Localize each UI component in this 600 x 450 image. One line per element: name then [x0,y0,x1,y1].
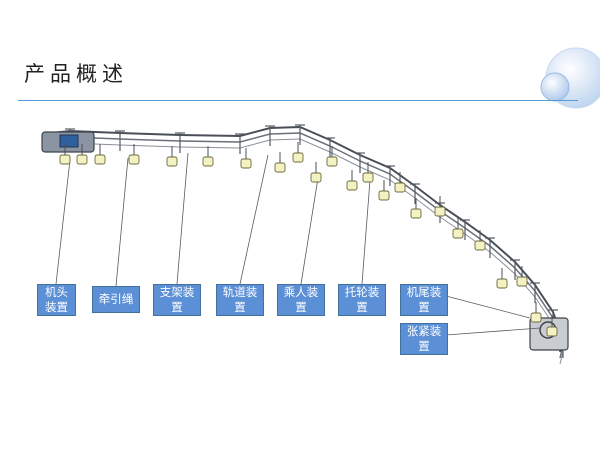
seat-unit [516,276,528,287]
seat-unit [474,240,486,251]
label-rider: 乘人装置 [277,284,325,316]
leader-line [300,177,319,285]
seat-unit [410,208,422,219]
label-support: 支架装置 [153,284,201,316]
seat-unit [546,326,558,337]
seat-unit [362,172,374,183]
seat-unit [394,182,406,193]
seat-unit [378,190,390,201]
seat-unit [310,172,322,183]
seat-unit [59,154,71,165]
haul-rope-line [41,138,564,365]
leader-line [445,295,531,319]
label-tail: 机尾装置 [400,284,448,316]
seat-unit [76,154,88,165]
label-tension: 张紧装置 [400,323,448,355]
seat-unit [202,156,214,167]
label-track: 轨道装置 [216,284,264,316]
title-divider [18,100,578,101]
seat-unit [434,206,446,217]
seat-unit [326,156,338,167]
seat-unit [166,156,178,167]
label-idler: 托轮装置 [338,284,386,316]
seat-unit [240,158,252,169]
label-head: 机头装置 [37,284,76,316]
leader-line [445,327,541,336]
seat-unit [346,180,358,191]
seat-unit [94,154,106,165]
label-rope: 牵引绳 [92,286,140,313]
leader-line [176,152,189,285]
seat-unit [496,278,508,289]
leader-line [115,157,129,287]
seat-unit [128,154,140,165]
leader-line [55,159,71,285]
page-title: 产品概述 [24,62,128,86]
seat-unit [274,162,286,173]
seat-unit [452,228,464,239]
head-motor [59,134,79,148]
leader-line [361,179,371,285]
seat-unit [292,152,304,163]
seat-unit [530,312,542,323]
leader-line [239,154,269,285]
